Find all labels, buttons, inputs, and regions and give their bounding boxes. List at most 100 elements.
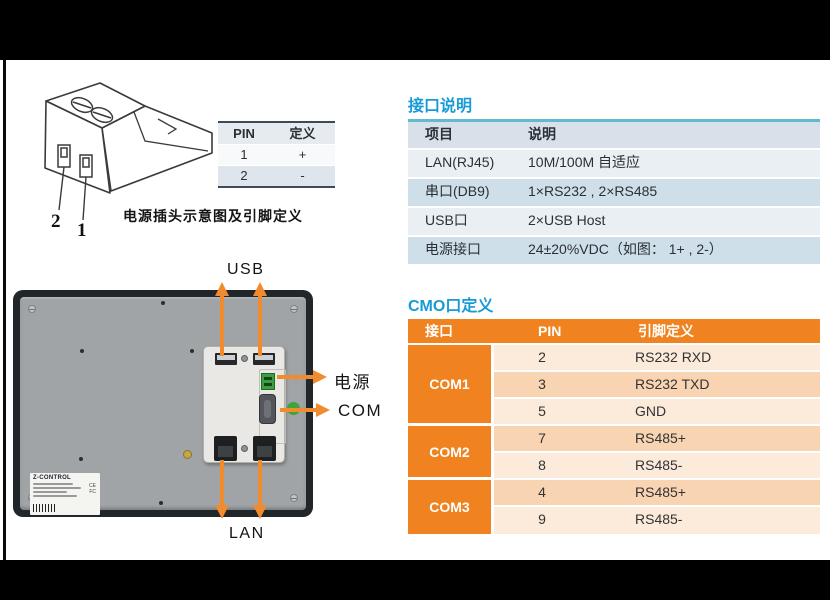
item-cell: 串口(DB9) [425,183,490,199]
arrow-line [258,294,262,356]
plug-fold-line [133,111,209,152]
arrow-line [258,460,262,506]
com3-cell: COM3 [408,480,494,534]
table-row: 4 RS485+ [494,480,820,507]
vent-hole [190,349,194,353]
com-table-header: 接口 PIN 引脚定义 [408,319,820,345]
lan-label: LAN [229,525,265,542]
screw-slot-icon [72,101,92,109]
header-interface: 接口 [425,323,453,339]
pin-callout-2: 2 [51,211,61,232]
callout-line-2 [58,166,65,211]
table-row: 9 RS485- [494,507,820,534]
pin-cell: 7 [538,430,546,446]
table-row: 1 + [218,145,335,166]
pin-cell: 2 [240,168,248,183]
gold-screw-icon [183,450,192,459]
usb-label: USB [227,261,265,278]
pin-cell: 4 [538,484,546,500]
pin-cell: 1 [240,147,248,162]
letterbox-top [0,0,830,60]
arrow-down-icon [253,505,267,519]
vent-hole [80,349,84,353]
usb-port-2 [253,353,275,365]
table-row: 2 - [218,166,335,186]
com-section-title: CMO口定义 [408,298,494,315]
pin-cell: 5 [538,403,546,419]
screw-icon [290,494,298,502]
table-row: 8 RS485- [494,453,820,480]
interface-section-title: 接口说明 [408,98,473,115]
sticker-text-line [33,491,67,493]
def-cell: + [298,147,307,162]
item-cell: LAN(RJ45) [425,154,495,170]
panel-screw-icon [241,355,248,362]
table-row: 7 RS485+ [494,426,820,453]
power-label: 电源 [334,373,371,392]
pin-table-header-pin: PIN [233,126,255,141]
def-cell: RS485- [635,457,683,473]
pin-table-header-def: 定义 [289,126,316,141]
db9-com-connector [259,394,276,424]
desc-cell: 24±20%VDC（如图： 1+ , 2-） [528,241,723,257]
pin-cell: 8 [538,457,546,473]
com-label: COM [338,401,383,420]
power-terminal [261,373,275,390]
desc-cell: 10M/100M 自适应 [528,154,641,170]
ce-mark: CE [89,483,96,489]
connector-panel [203,346,286,463]
arrow-down-icon [215,505,229,519]
def-cell: RS485+ [635,430,686,446]
item-cell: 电源接口 [425,241,481,257]
interface-table: 项目 说明 LAN(RJ45) 10M/100M 自适应 串口(DB9) 1×R… [408,119,820,264]
com2-cell: COM2 [408,426,494,480]
letterbox-bottom [0,560,830,600]
pin-table-header: PIN 定义 [218,123,335,145]
arrow-right-icon [313,370,327,384]
arrow-line [280,408,317,412]
pin-cell: 3 [538,376,546,392]
com-table: 接口 PIN 引脚定义 COM1 COM2 COM3 2 RS232 RXD 3… [408,319,820,534]
device-label-sticker: Z-CONTROL CE FC [30,473,100,515]
sticker-text-line [33,495,77,497]
screw-slot-icon [92,111,112,119]
com-table-body: COM1 COM2 COM3 2 RS232 RXD 3 RS232 TXD 5… [408,345,820,534]
arrow-up-icon [253,282,267,296]
def-cell: RS232 RXD [635,349,712,365]
vent-hole [79,457,83,461]
power-plug-drawing: 2 1 [44,82,213,237]
pin-definition-table: PIN 定义 1 + 2 - [218,121,335,188]
header-item: 项目 [425,126,453,142]
pin-cell: 2 [538,349,546,365]
plug-tab [157,118,178,135]
arrow-line [220,294,224,356]
certification-marks: CE FC [89,483,96,495]
pin-callout-1: 1 [77,220,87,237]
plug-caption: 电源插头示意图及引脚定义 [123,208,303,224]
screw-icon [28,305,36,313]
usb-port-1 [215,353,237,365]
interface-table-header: 项目 说明 [408,122,820,150]
def-cell: GND [635,403,667,419]
plug-front-face [44,100,111,194]
item-cell: USB口 [425,212,468,228]
com1-cell: COM1 [408,345,494,426]
device-rear-photo: Z-CONTROL CE FC [13,290,313,517]
vent-hole [159,501,163,505]
plug-pin-1-notch [82,157,90,168]
arrow-line [220,460,224,506]
header-pin: PIN [538,323,562,339]
plug-pin-2-notch [60,147,68,158]
sticker-text-line [33,487,81,489]
def-cell: RS232 TXD [635,376,710,392]
sticker-text-line [33,483,73,485]
desc-cell: 2×USB Host [528,212,606,228]
header-def: 引脚定义 [638,323,694,339]
def-cell: RS485+ [635,484,686,500]
lan-port-1 [214,436,237,461]
table-row: 3 RS232 TXD [494,372,820,399]
callout-line-1 [82,176,87,221]
table-row: 串口(DB9) 1×RS232 , 2×RS485 [408,179,820,208]
screw-icon [290,305,298,313]
